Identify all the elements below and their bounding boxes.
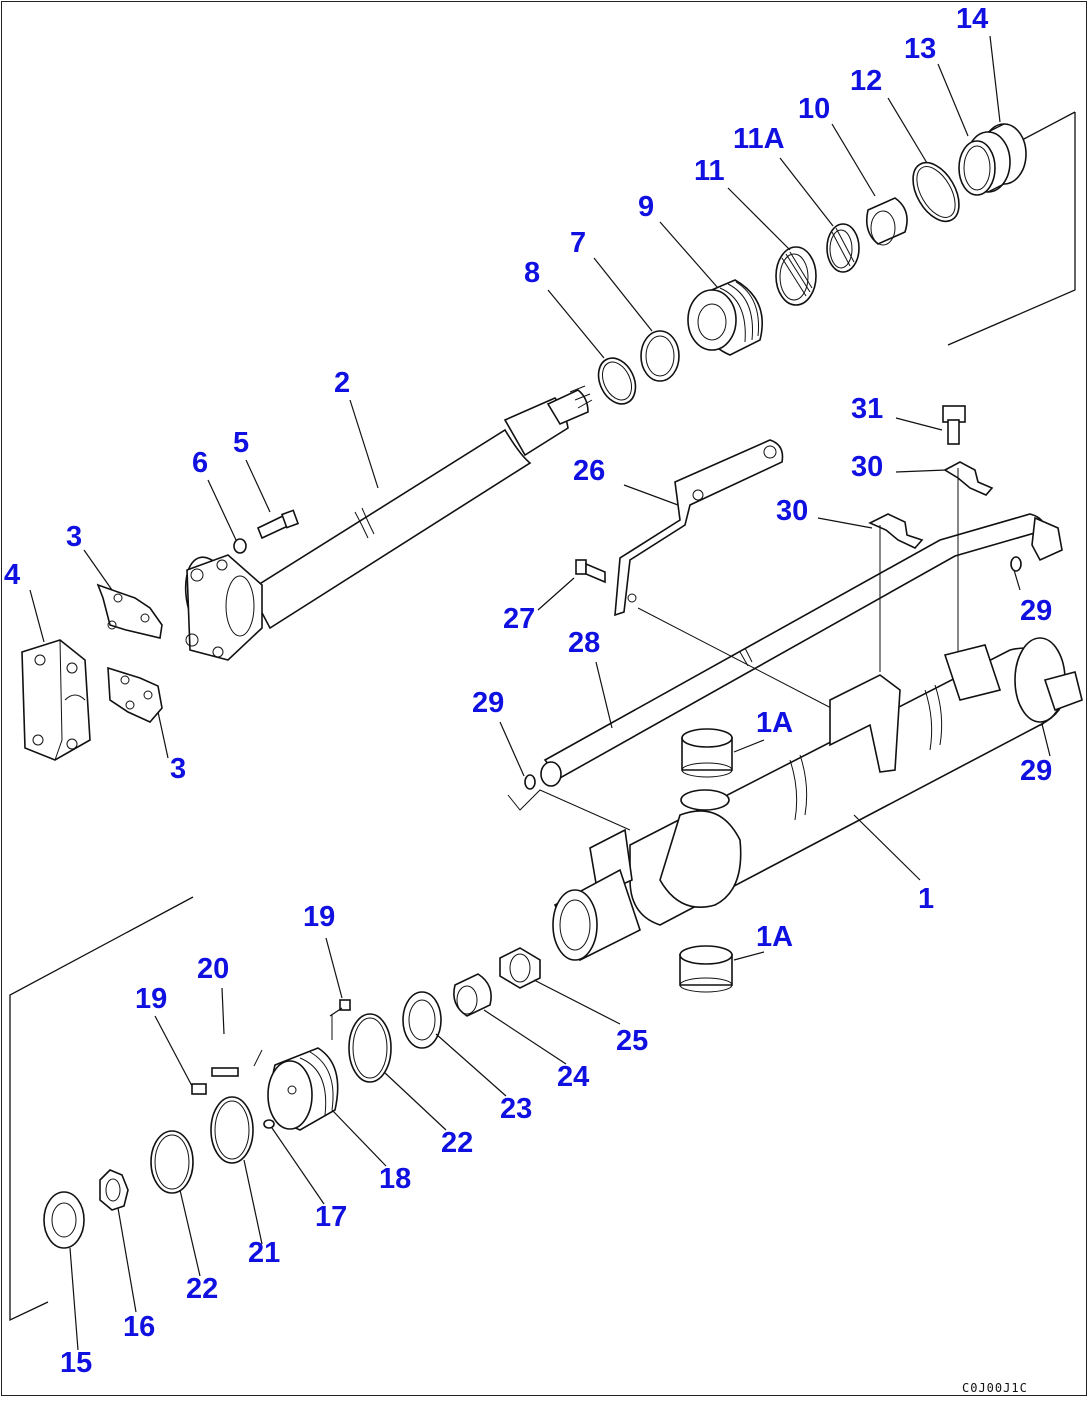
boundary-lines [9, 111, 1076, 1322]
part-4-bearing-cap [21, 639, 91, 761]
callout-3-lower: 3 [170, 753, 186, 785]
callout-1a-top: 1A [756, 707, 793, 739]
callout-labels: 14 13 12 10 11A 11 9 7 8 2 5 6 3 4 3 31 … [4, 3, 1052, 1379]
part-28-pipe [540, 513, 1063, 787]
part-1a-bushing-bottom [679, 945, 733, 993]
callout-1: 1 [918, 883, 934, 915]
callout-6: 6 [192, 447, 208, 479]
part-16-lockwasher [99, 1169, 129, 1211]
callout-21: 21 [248, 1237, 280, 1269]
part-18-piston [267, 1047, 339, 1131]
part-26-bracket [614, 439, 784, 617]
part-30-clamp-lower [868, 513, 924, 549]
part-19-pin-upper [339, 999, 351, 1011]
part-22-ring-lower [150, 1130, 194, 1194]
callout-15: 15 [60, 1347, 92, 1379]
callout-22-lower: 22 [186, 1273, 218, 1305]
drawing-code: C0J00J1C [962, 1381, 1028, 1395]
callout-30-lower: 30 [776, 495, 808, 527]
callout-13: 13 [904, 33, 936, 65]
part-13-ring [958, 140, 996, 196]
callout-14: 14 [956, 3, 988, 35]
callout-30-upper: 30 [851, 451, 883, 483]
part-31-bolt [942, 405, 966, 445]
part-29-oring-b [1010, 556, 1022, 572]
callout-28: 28 [568, 627, 600, 659]
callout-8: 8 [524, 257, 540, 289]
part-11a-packing [826, 223, 860, 273]
callout-17: 17 [315, 1201, 347, 1233]
part-8-snap-ring [597, 357, 637, 405]
callout-25: 25 [616, 1025, 648, 1057]
callout-23: 23 [500, 1093, 532, 1125]
callout-27: 27 [503, 603, 535, 635]
callout-2: 2 [334, 367, 350, 399]
callout-19-upper: 19 [303, 901, 335, 933]
callout-29-right-upper: 29 [1020, 595, 1052, 627]
part-6-washer [233, 538, 247, 554]
callout-29-right-lower: 29 [1020, 755, 1052, 787]
part-29-oring-a [524, 774, 536, 790]
part-2-piston-rod [184, 385, 593, 661]
callout-1a-bottom: 1A [756, 921, 793, 953]
part-17-pin [263, 1119, 275, 1129]
routing-line [637, 607, 836, 711]
callout-29-left: 29 [472, 687, 504, 719]
callout-19-lower: 19 [135, 983, 167, 1015]
callout-3-upper: 3 [66, 521, 82, 553]
callout-10: 10 [798, 93, 830, 125]
part-19-pin-lower [191, 1083, 207, 1095]
part-11-seal [775, 246, 817, 306]
leader-lines [29, 35, 1051, 1351]
part-25-nut [499, 947, 541, 989]
callout-11a: 11A [733, 123, 785, 155]
callout-24: 24 [557, 1061, 589, 1093]
callout-22-upper: 22 [441, 1127, 473, 1159]
callout-4: 4 [4, 559, 20, 591]
part-3-plate-lower [107, 666, 163, 723]
callout-18: 18 [379, 1163, 411, 1195]
part-27-bolt [575, 559, 606, 584]
callout-20: 20 [197, 953, 229, 985]
part-30-clamp-upper [943, 461, 994, 496]
part-22-ring-upper [348, 1013, 392, 1083]
part-1a-bushing-top [681, 728, 733, 778]
callout-16: 16 [123, 1311, 155, 1343]
callout-9: 9 [638, 191, 654, 223]
part-7-ring [640, 330, 680, 382]
part-24-collar [453, 973, 492, 1017]
part-12-ring [912, 161, 960, 223]
callout-7: 7 [570, 227, 586, 259]
part-5-bolt [256, 509, 300, 540]
part-9-gland [687, 279, 764, 356]
routing-line [507, 789, 631, 831]
part-23-ring [402, 991, 442, 1049]
part-21-ring [210, 1096, 254, 1164]
part-10-bushing [865, 197, 908, 246]
callout-26: 26 [573, 455, 605, 487]
callout-12: 12 [850, 65, 882, 97]
callout-5: 5 [233, 427, 249, 459]
part-1-cylinder-tube [552, 637, 1083, 962]
part-20-screw [211, 1067, 239, 1077]
callout-11: 11 [694, 155, 725, 187]
callout-31: 31 [851, 393, 883, 425]
part-3-plate-upper [96, 583, 163, 639]
part-15-nut [43, 1191, 85, 1249]
